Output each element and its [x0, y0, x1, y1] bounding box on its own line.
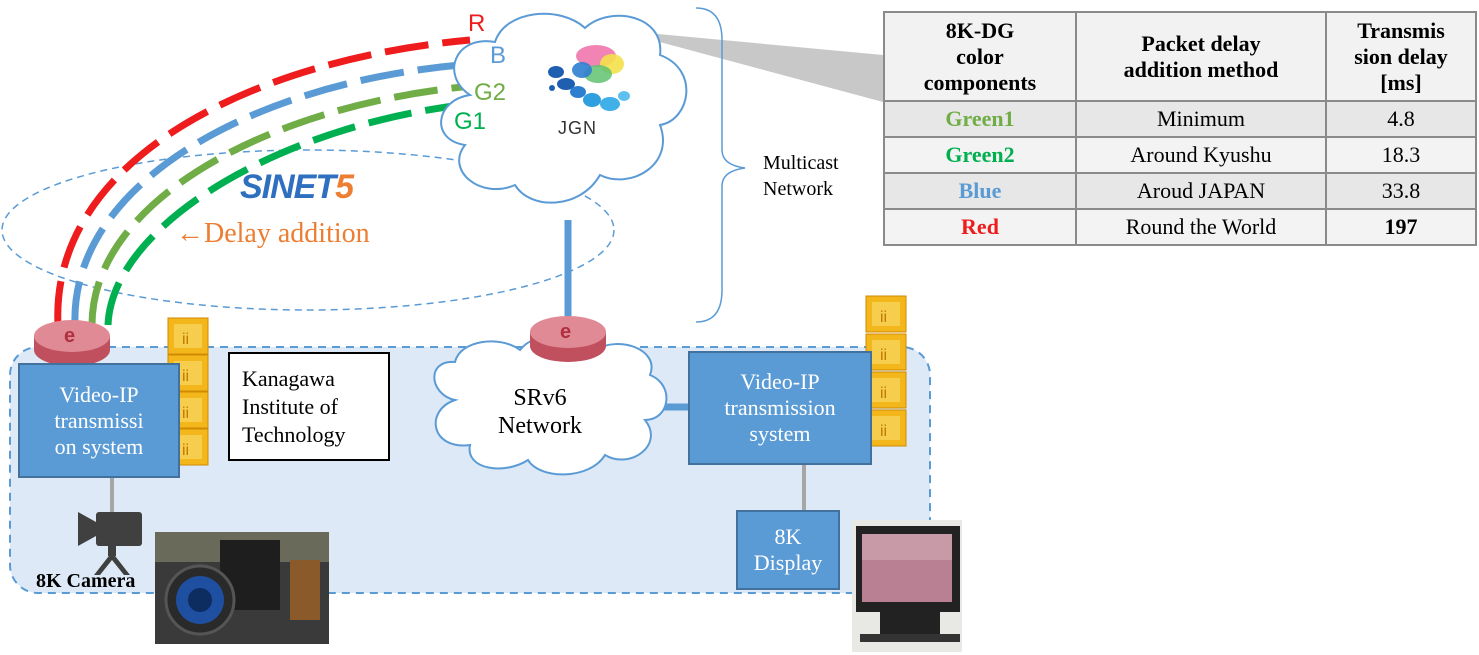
multicast-brace [695, 7, 746, 323]
video-camera-icon [78, 512, 142, 575]
sinet-logo-text: SINET [240, 168, 336, 206]
srv6-cloud [433, 334, 668, 476]
srv6-network-label: SRv6 Network [498, 385, 582, 439]
jgn-logo-text: JGN [558, 118, 597, 138]
camera-photo [155, 532, 329, 644]
svg-text:ii: ii [182, 368, 189, 385]
institute-line-1: Kanagawa [242, 365, 335, 391]
sinet-logo-number: 5 [335, 168, 354, 206]
component-cell: Red [883, 208, 1077, 246]
route-red [54, 36, 471, 326]
table-row: Green2 Around Kyushu 18.3 [883, 136, 1477, 174]
svg-text:e: e [560, 321, 571, 343]
route-green1 [104, 100, 471, 326]
header-color-components: 8K-DG color components [883, 11, 1077, 102]
header-delay-method: Packet delay addition method [1075, 11, 1327, 102]
route-label-g1: G1 [454, 108, 487, 135]
server-stack-icon: ii ii ii ii [167, 317, 209, 466]
svg-text:ii: ii [880, 309, 887, 326]
table-header-row: 8K-DG color components Packet delay addi… [883, 11, 1477, 102]
header-transmission-delay: Transmis sion delay [ms] [1325, 11, 1477, 102]
right-video-ip-system: Video-IP transmission system [688, 351, 872, 465]
table-row: Green1 Minimum 4.8 [883, 100, 1477, 138]
route-label-g2: G2 [474, 79, 507, 106]
route-label-b: B [490, 42, 507, 69]
display-photo [852, 520, 962, 652]
jgn-cloud [440, 12, 688, 204]
delay-table: 8K-DG color components Packet delay addi… [883, 11, 1477, 246]
router-icon: e [34, 320, 110, 366]
component-cell: Green1 [883, 100, 1077, 138]
table-row: Blue Aroud JAPAN 33.8 [883, 172, 1477, 210]
server-stack-icon: ii ii ii ii [865, 295, 907, 447]
router-icon: e [530, 316, 606, 362]
route-blue [71, 60, 473, 326]
svg-text:ii: ii [182, 405, 189, 422]
institute-label: Kanagawa Institute of Technology [228, 352, 390, 461]
svg-text:ii: ii [880, 385, 887, 402]
sinet-logo: SINET5 [240, 168, 354, 207]
jgn-logo-icon [548, 45, 630, 111]
route-label-r: R [468, 10, 486, 37]
delay-cell: 197 [1325, 208, 1477, 246]
institute-line-2: Institute of [242, 393, 338, 419]
delay-cell: 33.8 [1325, 172, 1477, 210]
institute-line-3: Technology [242, 421, 346, 447]
method-cell: Minimum [1075, 100, 1327, 138]
svg-text:ii: ii [880, 423, 887, 440]
delay-cell: 4.8 [1325, 100, 1477, 138]
svg-text:ii: ii [880, 347, 887, 364]
svg-text:ii: ii [182, 442, 189, 459]
svg-text:ii: ii [182, 331, 189, 348]
component-cell: Green2 [883, 136, 1077, 174]
svg-text:e: e [64, 325, 75, 347]
left-video-ip-system: Video-IP transmissi on system [18, 363, 180, 478]
method-cell: Round the World [1075, 208, 1327, 246]
table-callout [615, 30, 883, 102]
component-cell: Blue [883, 172, 1077, 210]
8k-camera-label: 8K Camera [36, 570, 136, 592]
route-green2 [88, 82, 473, 326]
8k-display-box: 8K Display [736, 510, 840, 590]
method-cell: Around Kyushu [1075, 136, 1327, 174]
sinet-ellipse [1, 149, 615, 311]
multicast-network-label: Multicast Network [763, 152, 839, 200]
delay-addition-label: ←Delay addition [176, 218, 370, 249]
delay-cell: 18.3 [1325, 136, 1477, 174]
table-row: Red Round the World 197 [883, 208, 1477, 246]
method-cell: Aroud JAPAN [1075, 172, 1327, 210]
